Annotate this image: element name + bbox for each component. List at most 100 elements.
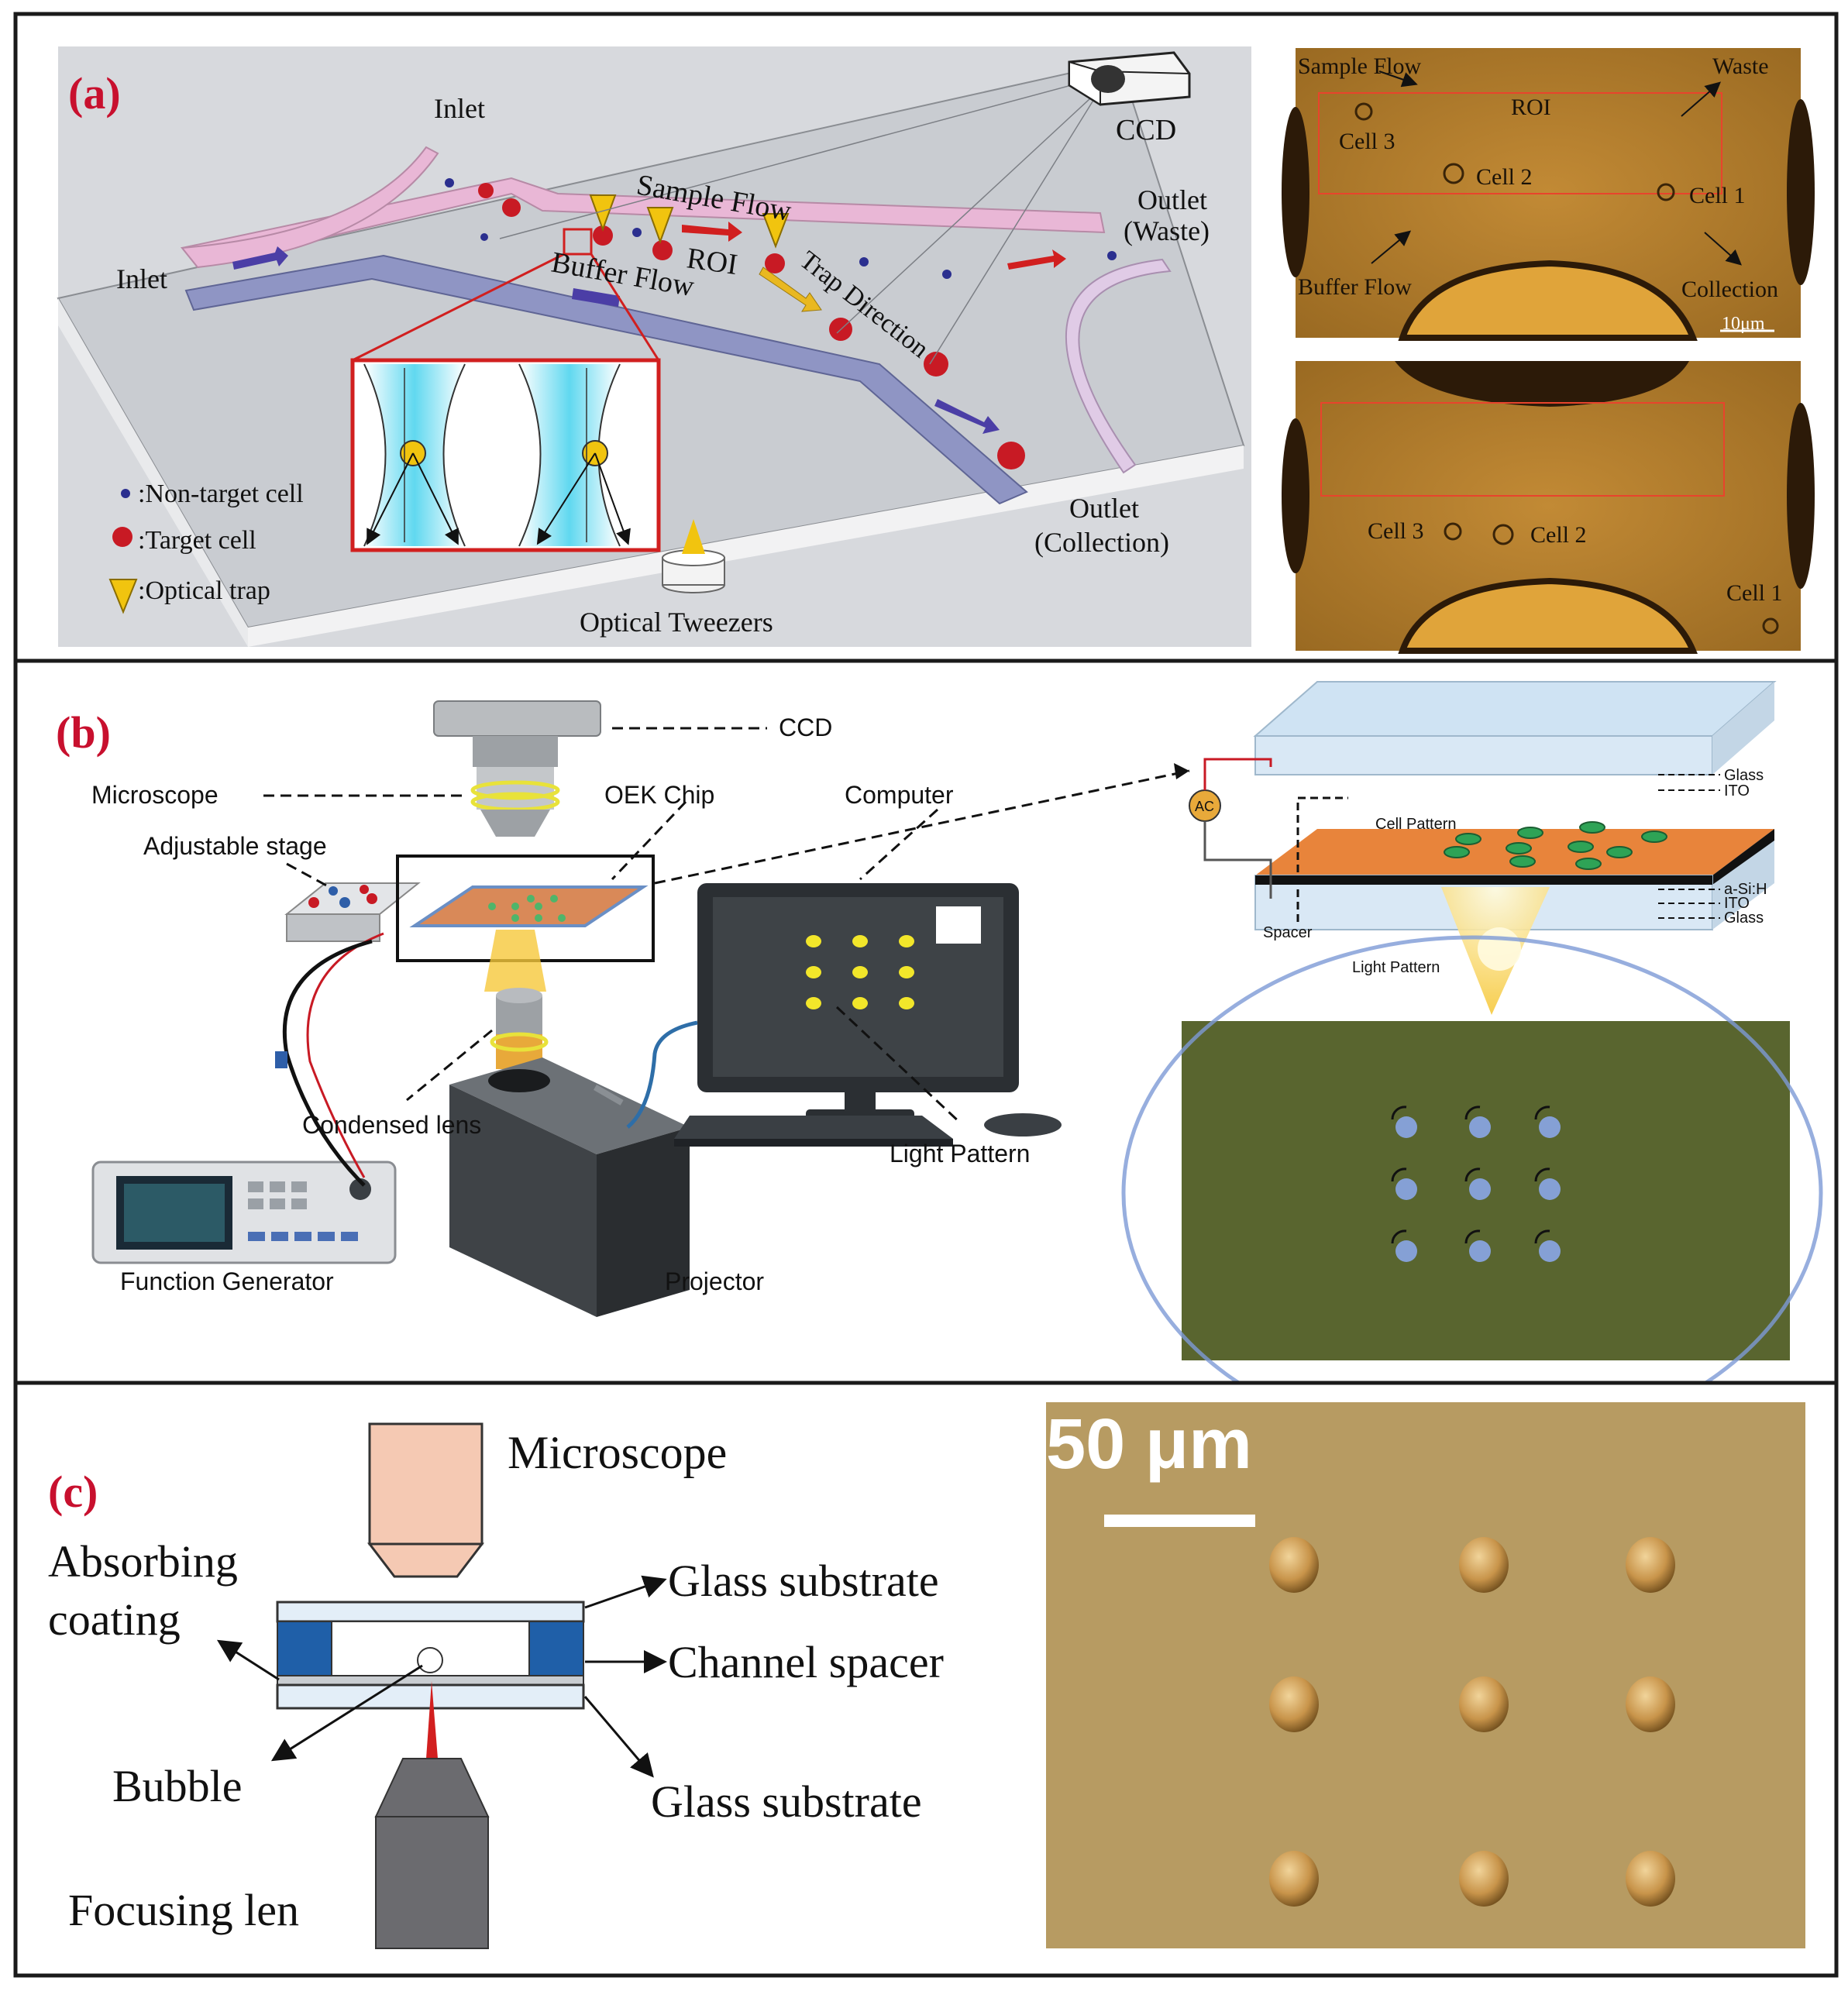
label-bubble: Bubble	[112, 1761, 243, 1811]
ac-label: AC	[1195, 799, 1214, 814]
microbubble-cell	[1626, 1537, 1675, 1593]
non-target-cell	[445, 178, 454, 187]
non-target-cell	[480, 233, 488, 241]
layer-label: Spacer	[1263, 924, 1313, 941]
zoom-connector	[590, 253, 660, 361]
scale-bar	[1104, 1515, 1255, 1527]
label-roi: ROI	[685, 242, 740, 281]
layer-label: a-Si:H	[1724, 881, 1767, 898]
label-outlet-waste-2: (Waste)	[1124, 215, 1210, 246]
label-absorbing: Absorbing	[48, 1536, 238, 1587]
optical-tweezers-icon	[662, 519, 725, 593]
label-ccd-a: CCD	[1116, 114, 1176, 146]
label-channel-spacer: Channel spacer	[668, 1637, 944, 1687]
optical-trap-icon	[762, 213, 790, 249]
zoom-connector	[352, 253, 565, 362]
trapped-cell	[1539, 1116, 1561, 1138]
label-ccd-b: CCD	[779, 714, 832, 741]
rotation-arrow-icon	[1534, 1167, 1550, 1182]
target-cell	[478, 183, 494, 198]
label-optical-tweezers: Optical Tweezers	[580, 607, 773, 638]
microscope-icon	[433, 700, 601, 837]
flow-arrow-collection	[934, 399, 1000, 434]
micrograph-c: 50 μm	[1046, 1402, 1805, 1948]
micro-label: Cell 2	[1530, 522, 1587, 548]
rotation-arrow-icon	[1464, 1167, 1481, 1182]
target-cell-icon	[112, 527, 132, 547]
legend: :Non-target cell :Target cell :Optical t…	[108, 480, 304, 614]
rotation-arrow-icon	[1391, 1167, 1407, 1182]
rotation-arrow-icon	[1534, 1106, 1550, 1120]
label-inlet-left: Inlet	[116, 263, 167, 294]
panel-c: (c) Microscope Absorbing coating Glass s…	[13, 1381, 1839, 1978]
layer-label: Light Pattern	[1352, 959, 1440, 976]
computer-icon	[674, 883, 1062, 1147]
label-glass-substrate-top: Glass substrate	[668, 1556, 939, 1606]
target-cell	[765, 253, 785, 273]
optical-trap-inset	[350, 358, 661, 552]
zoom-source-box	[563, 228, 593, 256]
label-adjustable-stage: Adjustable stage	[143, 832, 327, 860]
trapped-cell	[1539, 1240, 1561, 1262]
label-outlet-waste: Outlet	[1137, 184, 1207, 215]
microbubble-cell	[1459, 1537, 1509, 1593]
non-target-cell-icon	[121, 489, 130, 498]
ccd-view-line	[929, 88, 1101, 365]
non-target-cell	[632, 228, 642, 237]
microscope-body-c	[368, 1422, 484, 1546]
label-function-generator: Function Generator	[120, 1267, 334, 1295]
legend-label: :Target cell	[138, 526, 256, 555]
target-cell	[924, 352, 948, 377]
micro-label: Waste	[1712, 53, 1769, 79]
oek-layer-diagram: AC Glass ITO Cell Pattern a-Si:H ITO Gla…	[1189, 681, 1777, 1015]
micro-label: Cell 3	[1368, 518, 1424, 544]
layer-label: Glass	[1724, 910, 1764, 927]
rotation-arrow-icon	[1391, 1106, 1407, 1120]
ccd-view-line	[499, 77, 1101, 239]
layer-label: ITO	[1724, 895, 1750, 912]
projector-icon	[449, 1057, 690, 1317]
focusing-lens-base	[375, 1816, 489, 1949]
label-oek-chip: OEK Chip	[604, 781, 714, 809]
inlet-arc-top	[181, 146, 439, 269]
micro-label: Cell 1	[1689, 183, 1746, 208]
non-target-cell	[1107, 251, 1117, 260]
microbubble-cell	[1269, 1537, 1319, 1593]
micro-label: Buffer Flow	[1298, 274, 1412, 300]
buffer-channel	[184, 254, 1028, 505]
flow-arrow-buffer-inlet	[232, 246, 288, 270]
flow-arrow-sample	[682, 222, 742, 242]
oek-chip-icon	[409, 885, 649, 927]
glass-substrate-top	[276, 1601, 585, 1623]
ccd-view-line	[836, 88, 1101, 334]
oek-micrograph	[1121, 935, 1823, 1451]
legend-label: :Optical trap	[138, 576, 270, 605]
label-absorbing-2: coating	[48, 1594, 181, 1645]
outlet-arc-right	[1065, 258, 1172, 474]
light-beam	[484, 930, 546, 992]
trapped-cell	[1469, 1116, 1491, 1138]
trapped-cell	[1395, 1116, 1417, 1138]
flow-arrow-waste	[1007, 249, 1066, 270]
layer-label: ITO	[1724, 782, 1750, 799]
trap-direction-arrow	[759, 266, 822, 312]
label-outlet-collection: Outlet	[1069, 493, 1139, 524]
label-computer: Computer	[845, 781, 954, 809]
panel-b: (b)	[13, 659, 1839, 1451]
flow-arrow-buffer-mid	[572, 288, 620, 307]
non-target-cell	[859, 257, 869, 266]
channel-spacer-left	[277, 1621, 332, 1676]
scale-bar-label-c: 50 μm	[1046, 1405, 1252, 1484]
panel-letter-a: (a)	[68, 68, 121, 119]
micro-label: ROI	[1511, 95, 1551, 120]
target-cell	[502, 198, 521, 217]
function-generator-icon	[91, 1161, 397, 1264]
label-microscope-c: Microscope	[508, 1427, 727, 1478]
trapped-cell	[1469, 1178, 1491, 1200]
micrograph-a-bottom: Cell 3 Cell 2 Cell 1	[1282, 361, 1815, 654]
trapped-cell	[1395, 1240, 1417, 1262]
bubble	[417, 1647, 443, 1673]
target-cell	[997, 442, 1025, 469]
optical-trap-icon	[646, 207, 674, 244]
